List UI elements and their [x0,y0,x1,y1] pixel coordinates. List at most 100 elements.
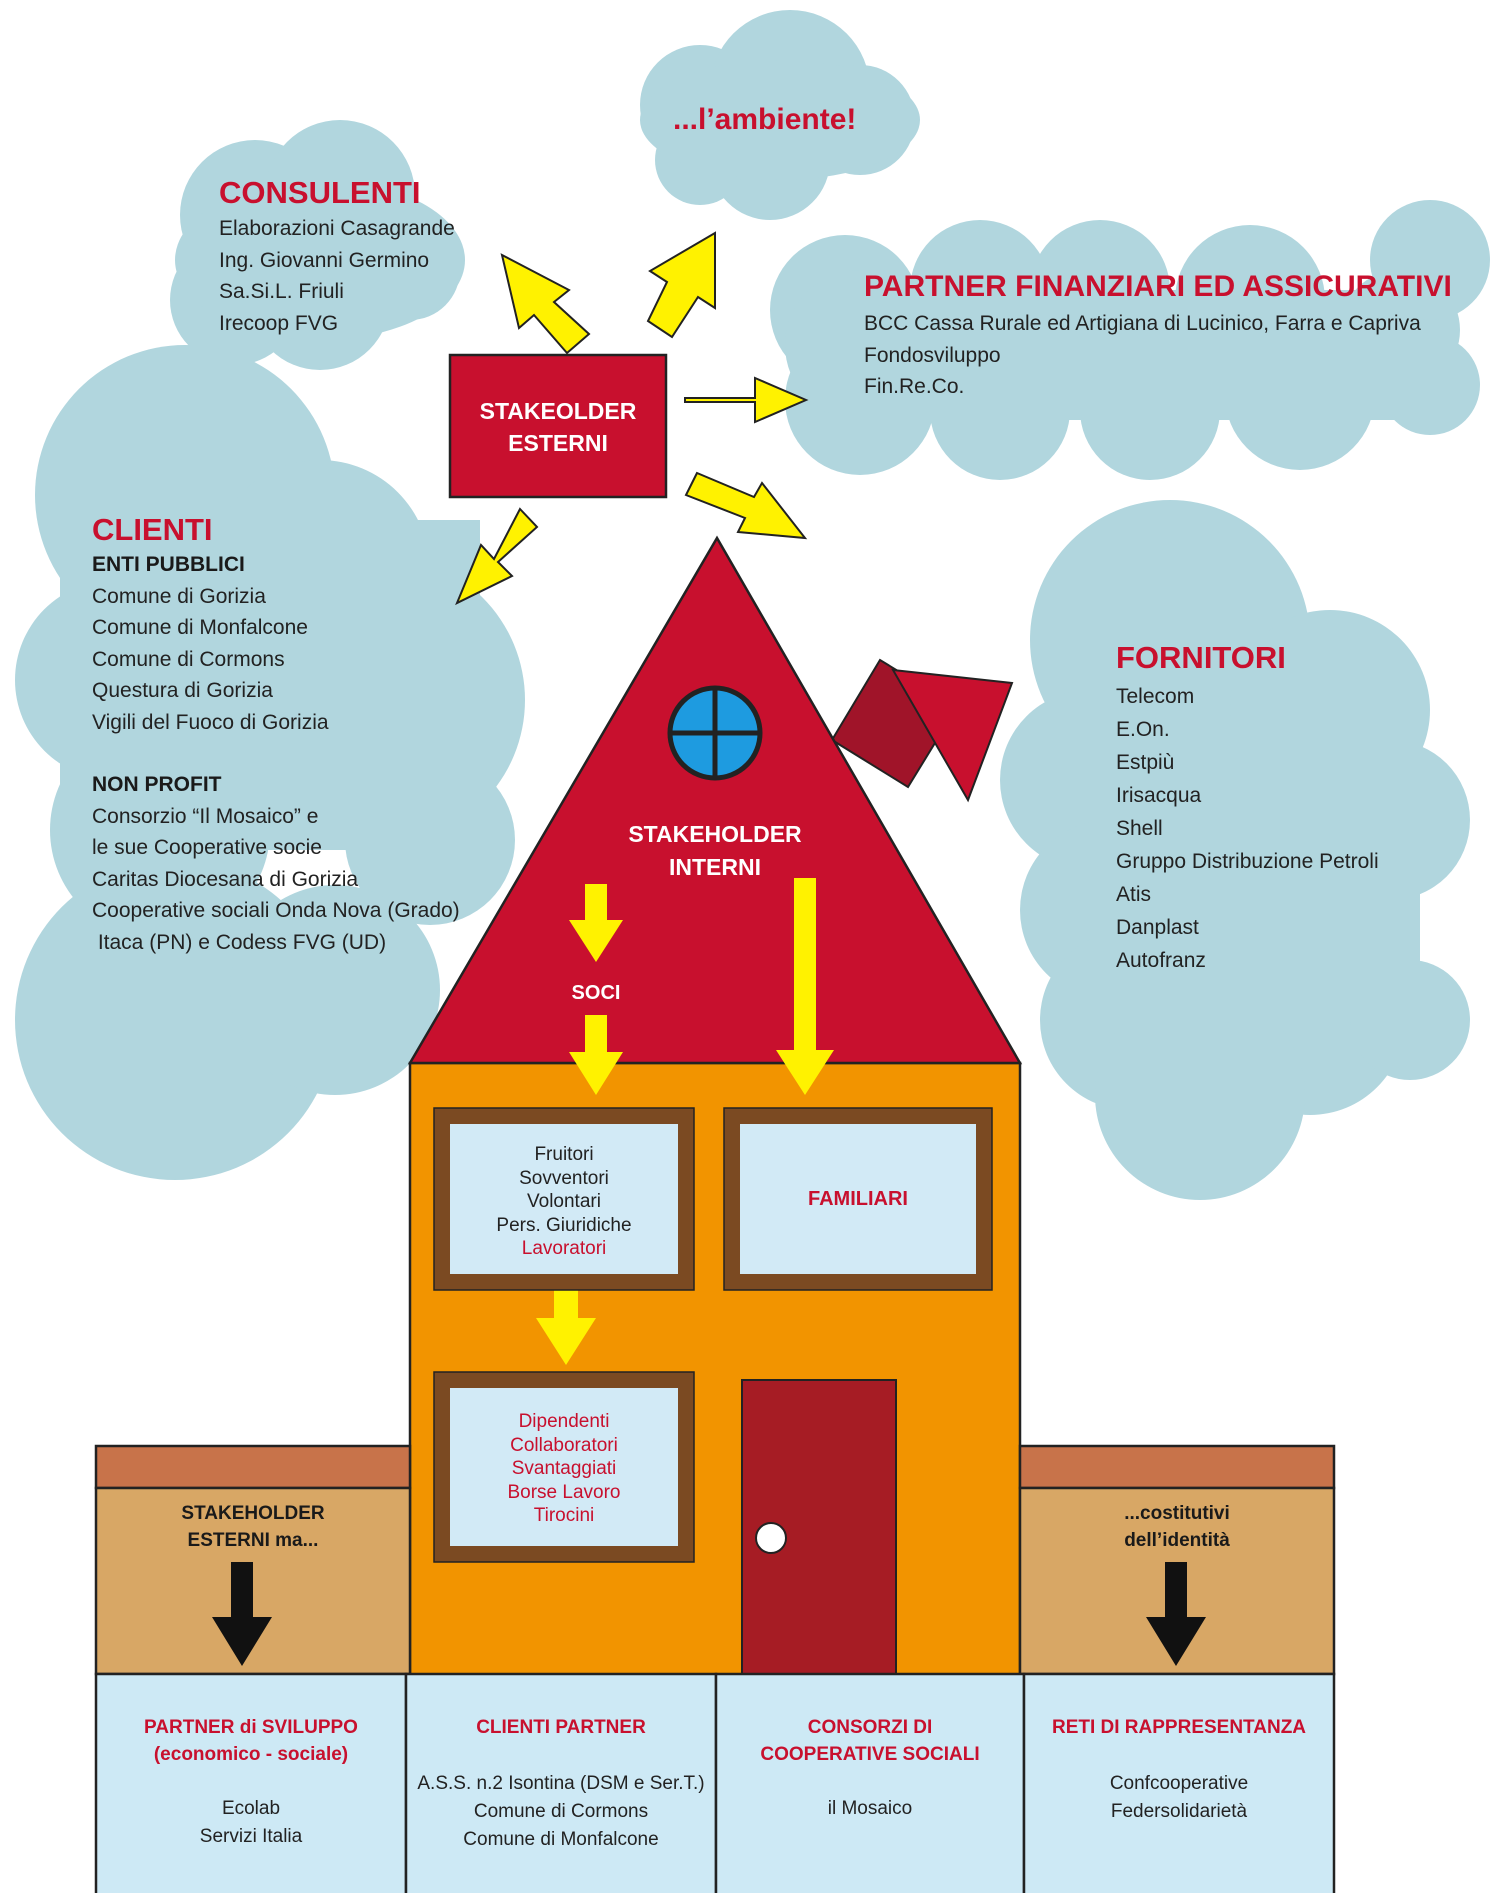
ambiente-title: ...l’ambiente! [673,103,857,136]
window-soci-text: Fruitori Sovventori Volontari Pers. Giur… [450,1143,678,1261]
list-item: Telecom [1116,685,1195,708]
left-wing-line1: STAKEHOLDER [181,1503,325,1524]
stakeholder-esterni-box [448,353,668,499]
arrow-to-partner-finanziari [684,376,809,424]
list-item: Comune di Cormons [473,1801,649,1822]
list-item: Caritas Diocesana di Gorizia [92,867,359,891]
list-item: Comune di Cormons [92,647,285,671]
list-item: Tirocini [533,1505,595,1526]
right-wing-line1: ...costitutivi [1124,1503,1230,1524]
cloud-ambiente [640,10,920,220]
panel-title-line1: CLIENTI PARTNER [476,1717,646,1738]
roof [407,535,1023,1065]
list-item: Irisacqua [1116,784,1202,807]
arrow-roof-familiari [776,878,834,1095]
stakeholder-interni-line1: STAKEHOLDER [628,821,802,847]
list-item: Dipendenti [518,1411,610,1432]
arrow-to-house [684,471,808,540]
panel-title-line1: PARTNER di SVILUPPO [144,1717,358,1738]
list-item: Danplast [1116,916,1199,939]
list-item: Servizi Italia [199,1826,303,1847]
panel-reti-rappresentanza: RETI DI RAPPRESENTANZA Confcooperative F… [1024,1714,1334,1826]
list-item: Borse Lavoro [507,1481,621,1503]
left-wing [94,1444,412,1676]
list-item: Comune di Gorizia [92,584,266,608]
list-item: Shell [1116,817,1163,840]
fornitori-title: FORNITORI [1116,640,1286,675]
stakeholder-interni-label: STAKEHOLDER INTERNI [600,818,830,884]
list-item: Elaborazioni Casagrande [219,217,455,240]
stakeholder-interni-line2: INTERNI [669,854,761,880]
list-item: Consorzio “Il Mosaico” e [92,804,319,828]
cloud-clienti [15,345,525,1180]
list-item: Fondosviluppo [864,343,1001,367]
cloud-fornitori [1000,500,1470,1200]
list-item: Gruppo Distribuzione Petroli [1116,850,1379,873]
partner-finanziari-list: BCC Cassa Rurale ed Artigiana di Lucinic… [864,308,1421,403]
consulenti-list: Elaborazioni Casagrande Ing. Giovanni Ge… [219,213,455,339]
panel-consorzi: CONSORZI DI COOPERATIVE SOCIALI il Mosai… [716,1714,1024,1823]
stakeholder-esterni-line2: ESTERNI [508,430,608,456]
list-item: Irecoop FVG [219,311,339,335]
left-wing-line2: ESTERNI ma... [187,1530,319,1551]
list-item: Fin.Re.Co. [864,375,965,398]
list-item: E.On. [1116,718,1170,741]
arrow-roof-soci-2 [569,1015,623,1095]
list-item: BCC Cassa Rurale ed Artigiana di Lucinic… [864,312,1421,335]
fornitori-list: Telecom E.On. Estpiù Irisacqua Shell Gru… [1116,680,1379,977]
stakeholder-esterni-line1: STAKEOLDER [479,398,637,424]
round-window [667,685,763,781]
bottom-panels [94,1672,1336,1893]
left-wing-label: STAKEHOLDER ESTERNI ma... [96,1500,410,1554]
list-item: Pers. Giuridiche [496,1214,632,1236]
panel-title-line2: (economico - sociale) [153,1744,349,1765]
list-item: Itaca (PN) e Codess FVG (UD) [92,930,387,954]
list-item: Autofranz [1116,949,1206,972]
panel-title-line2: COOPERATIVE SOCIALI [760,1744,980,1765]
clienti-title: CLIENTI [92,512,213,547]
panel-title-line1: CONSORZI DI [807,1717,933,1738]
arrows-external [455,231,809,606]
list-item: Federsolidarietà [1110,1801,1248,1822]
arrows-internal [536,878,834,1365]
list-item: Comune di Monfalcone [463,1829,659,1850]
panel-partner-sviluppo: PARTNER di SVILUPPO (economico - sociale… [96,1714,406,1851]
right-wing-label: ...costitutivi dell’identità [1020,1500,1334,1554]
list-item: Ecolab [221,1798,281,1819]
soci-label: SOCI [571,982,621,1004]
list-item: Collaboratori [510,1434,618,1456]
list-item-highlight: Lavoratori [521,1238,607,1259]
list-item: Comune di Monfalcone [92,616,308,639]
arrow-to-consulenti [500,253,591,355]
right-wing [1018,1444,1336,1676]
panel-title-line1: RETI DI RAPPRESENTANZA [1051,1717,1307,1738]
list-item: Fruitori [534,1144,594,1165]
arrow-soci-lavoratori [536,1283,596,1365]
list-item: Sovventori [519,1167,609,1189]
list-item: Vigili del Fuoco di Gorizia [92,710,329,734]
list-item: Volontari [527,1191,601,1212]
enti-pubblici-heading: ENTI PUBBLICI [92,553,245,576]
non-profit-heading: NON PROFIT [92,773,222,796]
chimney-arrow [830,658,1014,803]
list-item: il Mosaico [827,1798,913,1819]
list-item: Ing. Giovanni Germino [219,248,430,272]
window-soci-glass [450,1124,678,1274]
stakeholder-esterni-label: STAKEOLDER ESTERNI [450,395,666,459]
window-lavoratori-glass [450,1388,678,1546]
door-knob [755,1522,787,1554]
arrow-to-ambiente [646,231,716,339]
consulenti-title: CONSULENTI [219,175,421,210]
arrow-roof-soci-1 [569,884,623,962]
list-item: Svantaggiati [511,1458,617,1479]
list-item: Atis [1116,883,1152,906]
arrow-to-clienti [455,507,539,606]
window-familiari-text: FAMILIARI [808,1188,908,1210]
clienti-list: ENTI PUBBLICI Comune di Gorizia Comune d… [92,549,460,958]
window-familiari-glass [740,1124,976,1274]
right-wing-line2: dell’identità [1124,1530,1230,1551]
list-item: Estpiù [1116,751,1175,774]
list-item: le sue Cooperative socie [92,836,322,859]
list-item: A.S.S. n.2 Isontina (DSM e Ser.T.) [417,1773,705,1794]
